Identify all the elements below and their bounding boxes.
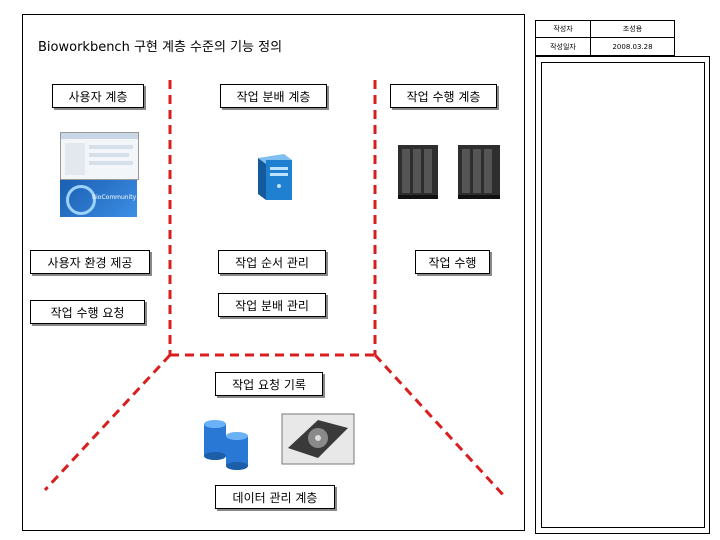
- server-icon: [258, 154, 292, 200]
- divider-diag-right: [373, 353, 507, 499]
- order-mgmt-box: 작업 순서 관리: [218, 250, 326, 274]
- user-app-screenshot: [60, 132, 139, 180]
- notes-inner: [541, 62, 705, 528]
- execute-box: 작업 수행: [415, 250, 490, 274]
- execution-layer-box: 작업 수행 계층: [390, 84, 497, 108]
- notes-panel: [535, 56, 710, 534]
- request-log-box: 작업 요청 기록: [215, 372, 323, 396]
- page-title: Bioworkbench 구현 계층 수준의 기능 정의: [38, 40, 283, 55]
- user-env-box: 사용자 환경 제공: [30, 250, 150, 274]
- date-value: 2008.03.28: [590, 37, 675, 56]
- user-layer-box: 사용자 계층: [52, 84, 144, 108]
- biocommunity-label: BioCommunity: [92, 194, 137, 201]
- dist-mgmt-box: 작업 분배 관리: [218, 293, 326, 317]
- distribution-layer-box: 작업 분배 계층: [220, 84, 327, 108]
- server-rack-icon: [398, 145, 438, 199]
- server-rack-icon: [458, 145, 500, 199]
- main-frame: [22, 14, 525, 531]
- database-icon: [204, 420, 248, 470]
- biocommunity-screenshot: BioCommunity: [60, 180, 137, 217]
- divider-diag-left: [43, 353, 172, 492]
- data-layer-box: 데이터 관리 계층: [215, 485, 335, 509]
- job-request-box: 작업 수행 요청: [30, 300, 145, 324]
- hard-drive-icon: [281, 413, 355, 465]
